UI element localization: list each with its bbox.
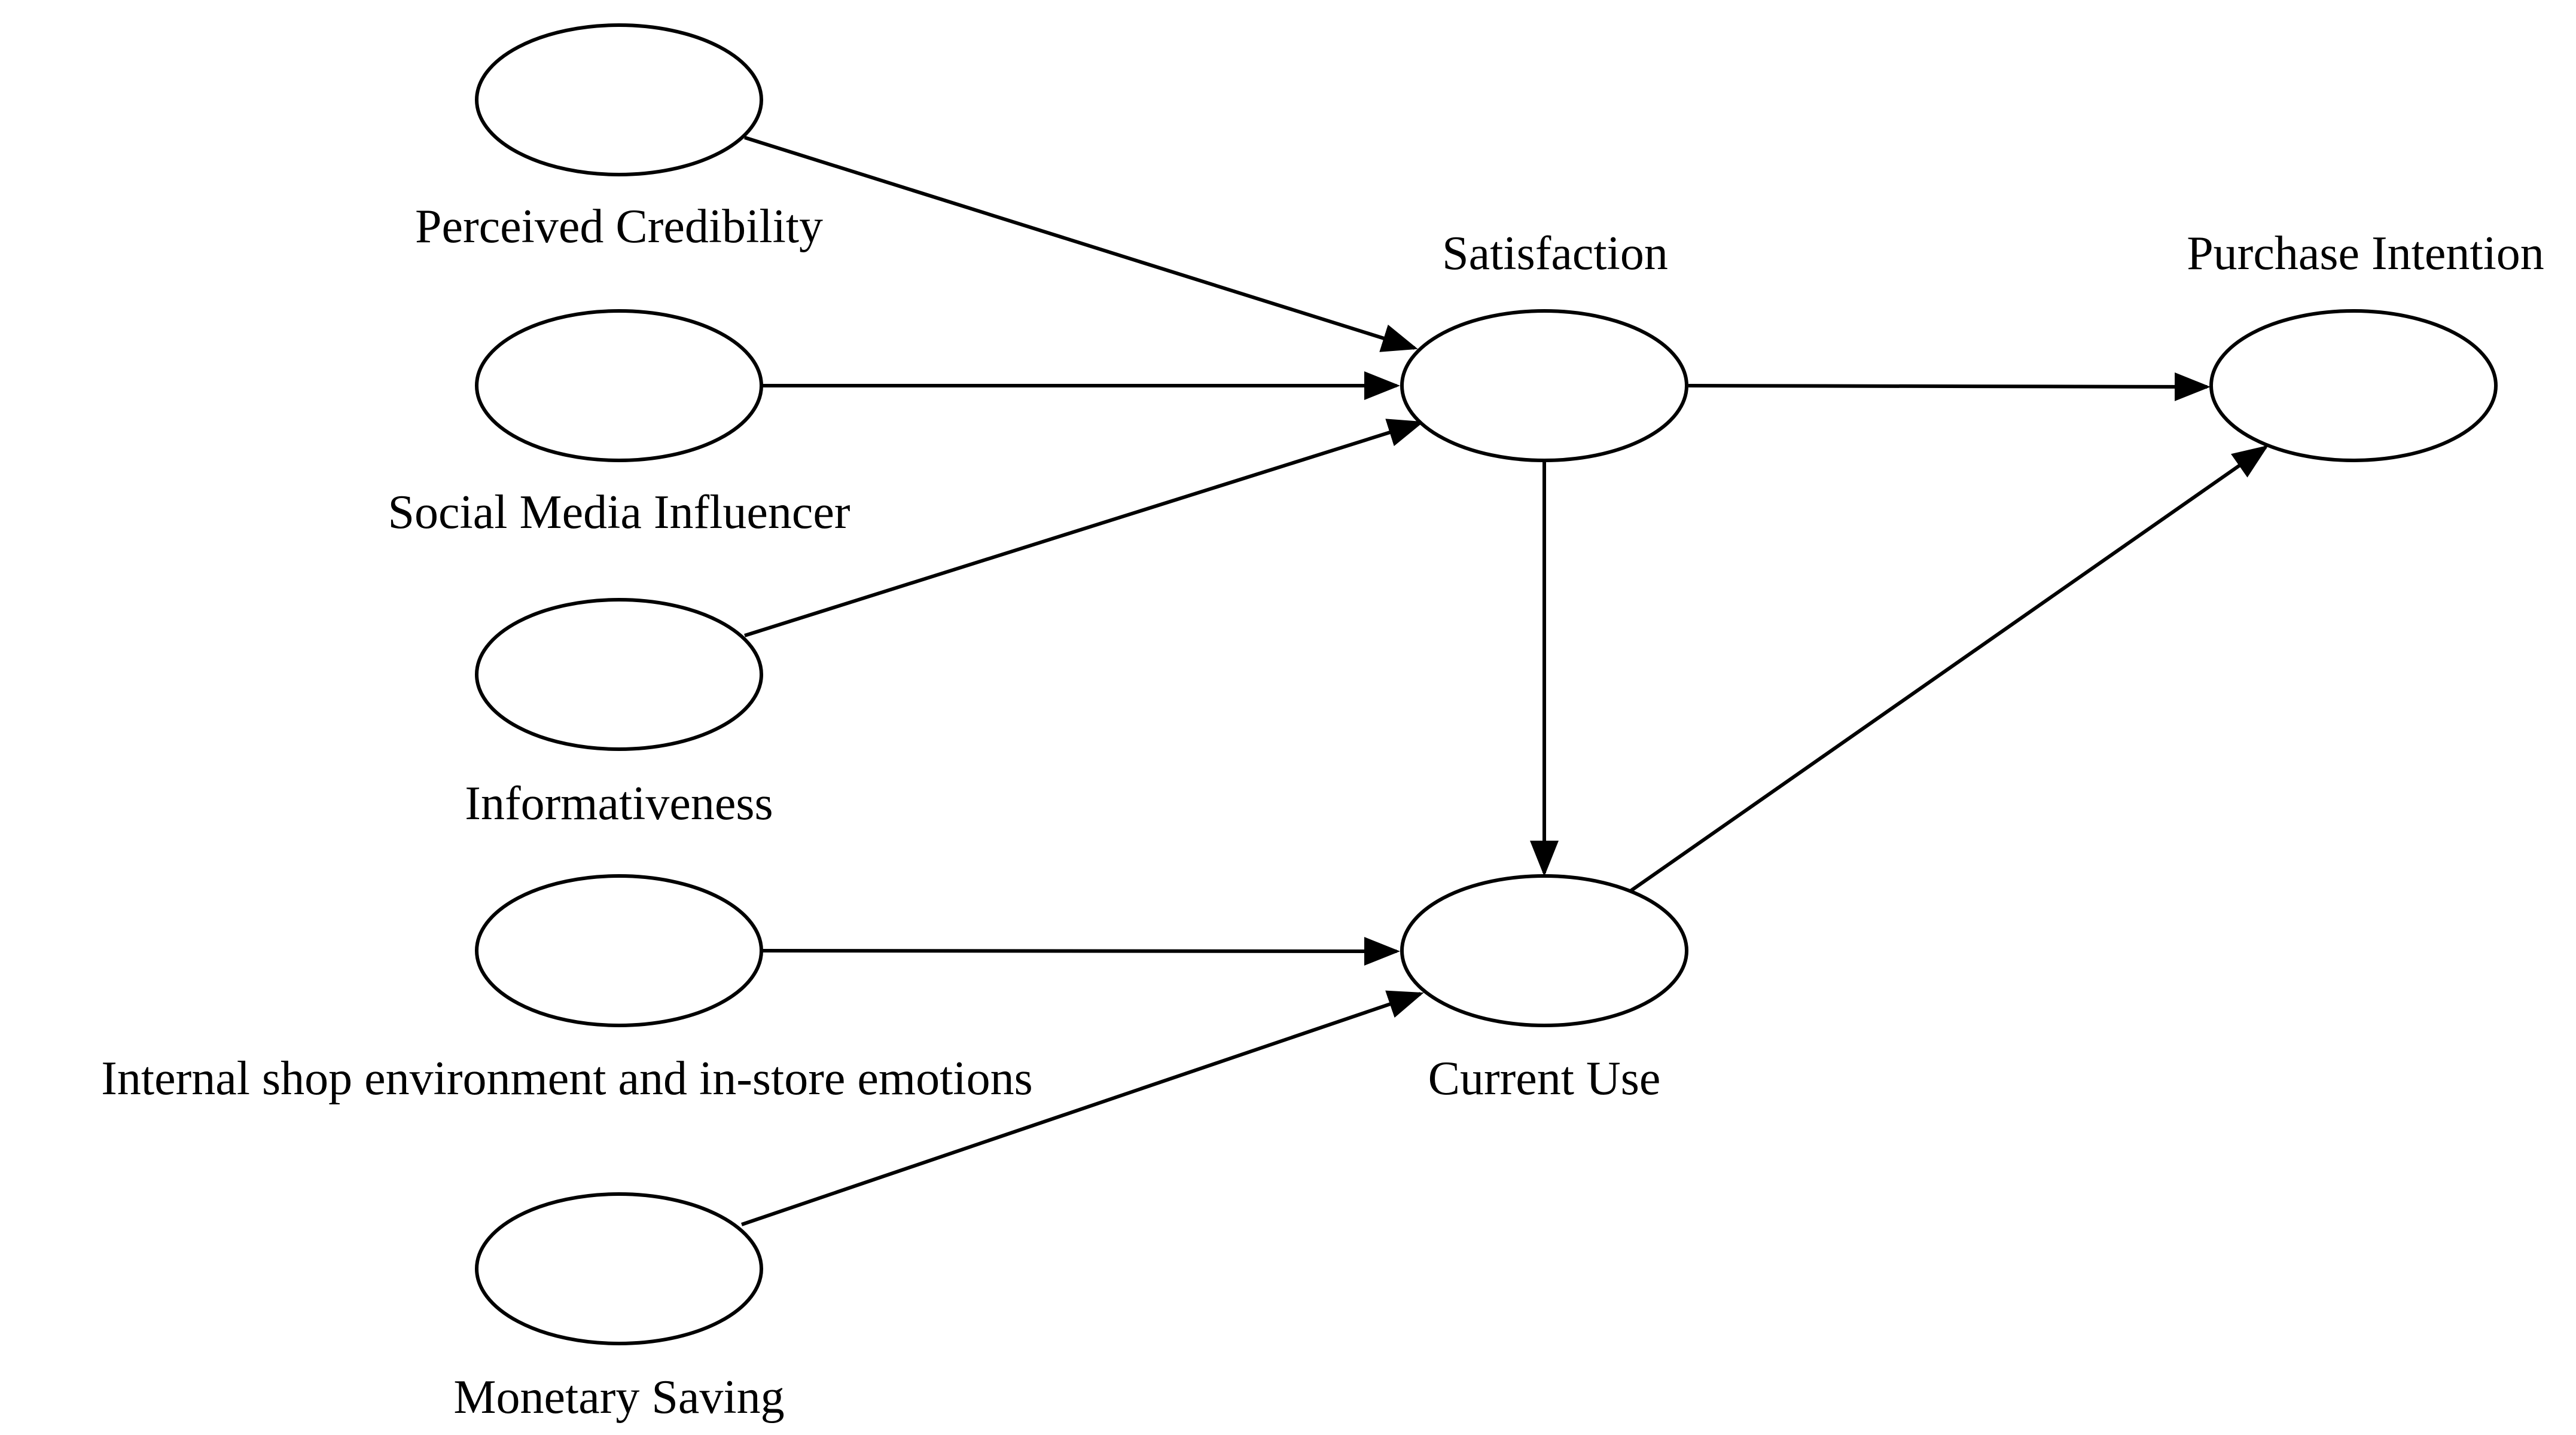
edge-current-use-to-purchase-intention bbox=[1627, 445, 2269, 894]
node-ellipse bbox=[475, 309, 763, 462]
node-ellipse bbox=[1400, 874, 1688, 1027]
node-current-use: Current Use bbox=[1400, 874, 1688, 1105]
node-ellipse bbox=[475, 23, 763, 176]
node-label: Satisfaction bbox=[1442, 227, 1668, 280]
node-label: Social Media Influencer bbox=[388, 486, 850, 539]
node-label: Internal shop environment and in-store e… bbox=[101, 1052, 1032, 1105]
edge-monetary-saving-to-current-use bbox=[741, 990, 1424, 1226]
node-perceived-credibility: Perceived Credibility bbox=[415, 23, 823, 253]
node-ellipse bbox=[475, 598, 763, 751]
node-social-media-influencer: Social Media Influencer bbox=[388, 309, 850, 539]
node-label: Purchase Intention bbox=[2187, 227, 2544, 280]
node-monetary-saving: Monetary Saving bbox=[453, 1192, 785, 1424]
edges bbox=[741, 136, 2269, 1226]
node-label: Informativeness bbox=[465, 777, 773, 830]
edge-satisfaction-to-purchase-intention bbox=[1688, 372, 2211, 401]
edge-informativeness-to-satisfaction bbox=[744, 419, 1424, 637]
node-purchase-intention: Purchase Intention bbox=[2187, 227, 2544, 462]
node-informativeness: Informativeness bbox=[465, 598, 773, 830]
node-ellipse bbox=[2209, 309, 2498, 462]
node-satisfaction: Satisfaction bbox=[1400, 227, 1688, 462]
edge-perceived-credibility-to-satisfaction bbox=[744, 136, 1418, 352]
node-label: Perceived Credibility bbox=[415, 200, 823, 253]
node-ellipse bbox=[475, 1192, 763, 1345]
node-ellipse bbox=[1400, 309, 1688, 462]
node-internal-shop-environment: Internal shop environment and in-store e… bbox=[101, 874, 1033, 1105]
node-ellipse bbox=[475, 874, 763, 1027]
node-label: Current Use bbox=[1428, 1052, 1661, 1105]
node-label: Monetary Saving bbox=[453, 1371, 784, 1424]
